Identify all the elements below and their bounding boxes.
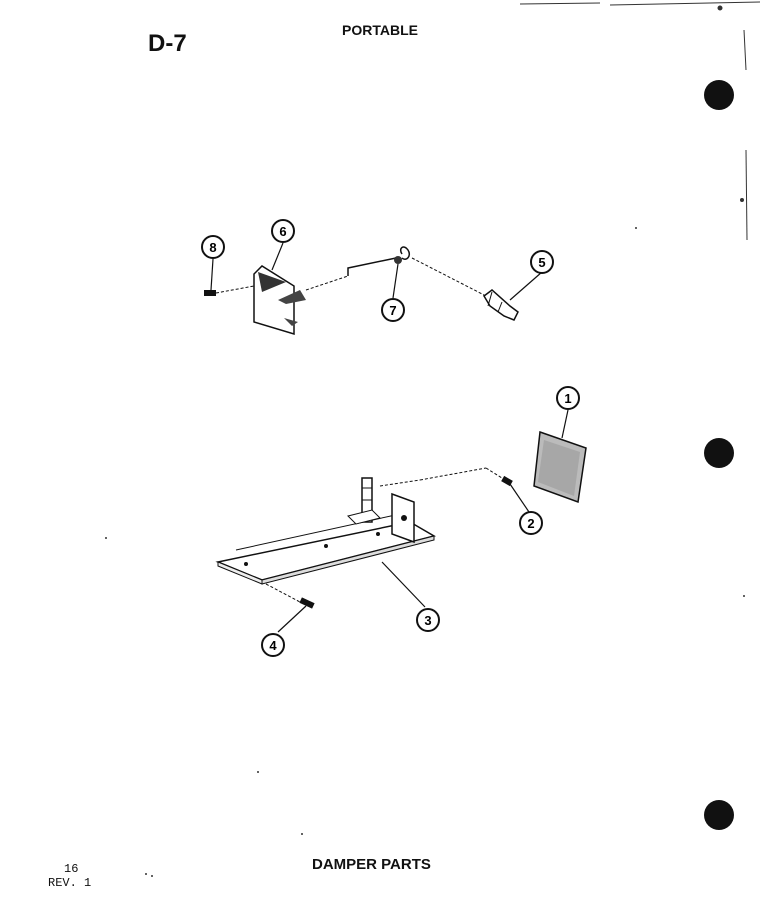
callout-1: 1 [556, 386, 580, 410]
svg-text:2: 2 [527, 516, 534, 531]
page-edge-noise [519, 1, 761, 241]
section-label: D-7 [148, 30, 187, 57]
binder-hole-middle [704, 438, 734, 468]
svg-text:7: 7 [389, 303, 396, 318]
leader-lines [210, 242, 569, 633]
callout-8: 8 [201, 235, 225, 259]
callout-5: 5 [530, 250, 554, 274]
svg-text:1: 1 [564, 391, 571, 406]
binder-hole-bottom [704, 800, 734, 830]
svg-text:5: 5 [538, 255, 545, 270]
page-footer-title: DAMPER PARTS [312, 856, 431, 873]
callout-4: 4 [261, 633, 285, 657]
part-7-rod [305, 246, 487, 297]
svg-text:3: 3 [424, 613, 431, 628]
part-2-screw [419, 467, 513, 487]
page-number: 16 [64, 862, 79, 876]
part-8-screw [204, 285, 255, 296]
binder-hole-top [704, 80, 734, 110]
part-6-bracket [253, 265, 306, 336]
part-3-base-plate [215, 477, 436, 585]
part-4-screw [265, 583, 315, 609]
svg-text:4: 4 [269, 638, 277, 653]
part-1-filter [533, 430, 587, 504]
part-5-bushing [483, 289, 519, 321]
callout-3: 3 [416, 608, 440, 632]
callout-6: 6 [271, 219, 295, 243]
svg-text:8: 8 [209, 240, 216, 255]
scan-specks [105, 227, 745, 877]
revision-label: REV. 1 [48, 876, 92, 890]
page-header-title: PORTABLE [342, 22, 418, 38]
callout-2: 2 [519, 511, 543, 535]
svg-text:6: 6 [279, 224, 286, 239]
callout-7: 7 [381, 298, 405, 322]
